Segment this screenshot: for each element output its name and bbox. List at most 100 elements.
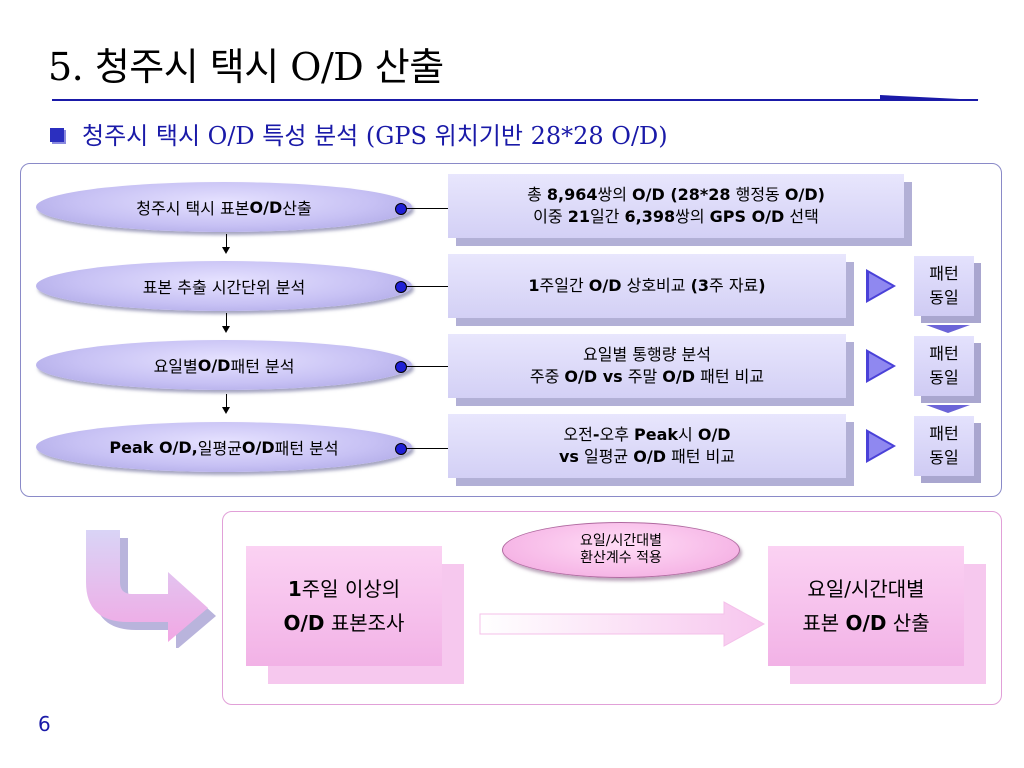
detail-text: 행정동: [730, 185, 785, 204]
chevron-down-icon: [926, 405, 970, 413]
detail-line: 1주일간 O/D 상호비교 (3주 자료): [528, 275, 765, 297]
flow-down-arrow-icon: [222, 234, 230, 254]
box-line-bold: 1: [287, 577, 302, 601]
connector-line: [406, 286, 460, 287]
step-label-bold: O/D: [241, 437, 275, 457]
box-line: O/D 표본조사: [284, 606, 405, 640]
detail-text: 상호비교: [621, 276, 691, 295]
flow-step-weekday-pattern: 요일별 O/D 패턴 분석: [36, 340, 412, 390]
detail-text-bold: O/D: [588, 276, 622, 295]
oval-line: 요일/시간대별: [580, 533, 662, 549]
detail-text-bold: Peak: [634, 425, 679, 444]
step-label: 패턴 분석: [274, 439, 339, 458]
flow-down-arrow-icon: [222, 313, 230, 333]
connector-dot-icon: [395, 203, 407, 215]
connector-line: [406, 208, 460, 209]
detail-text: 일간: [589, 207, 625, 226]
detail-text-bold: 1: [528, 276, 540, 295]
flow-step-sample-od: 청주시 택시 표본 O/D 산출: [36, 182, 412, 232]
connector-dot-icon: [395, 443, 407, 455]
step-label: 산출: [282, 199, 312, 218]
detail-text: 오전: [563, 425, 593, 444]
step-label-bold: Peak O/D,: [109, 437, 198, 457]
box-line-text: 요일/시간대별: [807, 577, 925, 601]
step-label: 청주시 택시 표본: [136, 199, 250, 218]
step-label-bold: O/D: [197, 355, 231, 375]
detail-text: 쌍의: [597, 185, 633, 204]
box-line: 요일/시간대별: [807, 572, 924, 606]
detail-text-bold: vs: [558, 447, 579, 466]
detail-text: 주말: [622, 367, 663, 386]
detail-text: 일평균: [578, 447, 634, 466]
detail-box: 1주일간 O/D 상호비교 (3주 자료): [448, 254, 846, 318]
step-label: 표본 추출 시간단위 분석: [142, 278, 306, 297]
box-line-text: 표본조사: [324, 611, 405, 635]
detail-line: 주중 O/D vs 주말 O/D 패턴 비교: [530, 366, 764, 388]
detail-text: 선택: [784, 207, 819, 226]
flow-down-arrow-icon: [222, 394, 230, 414]
conclusion-panel: [222, 511, 1002, 705]
detail-text-bold: O/D: [662, 367, 696, 386]
detail-text: 패턴 비교: [695, 367, 765, 386]
detail-text: 주 자료: [709, 276, 759, 295]
box-line-bold: O/D: [283, 611, 325, 635]
result-label: 패턴: [929, 264, 959, 283]
detail-text: 오후: [599, 425, 635, 444]
play-triangle-icon: [866, 429, 896, 463]
result-label: 동일: [929, 368, 959, 387]
result-label: 동일: [929, 288, 959, 307]
curved-arrow-icon: [86, 530, 216, 648]
step-label: 요일별: [153, 357, 198, 376]
detail-text: 요일별 통행량 분석: [583, 345, 711, 364]
play-triangle-icon: [866, 269, 896, 303]
detail-line: 총 8,964쌍의 O/D (28*28 행정동 O/D): [527, 184, 825, 206]
chevron-down-icon: [926, 325, 970, 333]
connector-line: [406, 448, 460, 449]
detail-text-bold: O/D: [697, 425, 731, 444]
detail-text: 패턴 비교: [665, 447, 736, 466]
box-line: 표본 O/D 산출: [802, 606, 929, 640]
detail-text: 총: [527, 185, 547, 204]
detail-text-bold: 21: [567, 207, 590, 226]
sample-survey-box: 1주일 이상의 O/D 표본조사: [246, 546, 442, 666]
detail-text-bold: O/D (28*28: [632, 185, 731, 204]
detail-text: 주일간: [539, 276, 589, 295]
connector-dot-icon: [395, 361, 407, 373]
analysis-flow-panel: [20, 163, 1002, 497]
od-result-box: 요일/시간대별 표본 O/D 산출: [768, 546, 964, 666]
step-label-bold: O/D: [249, 197, 283, 217]
step-label: 패턴 분석: [230, 357, 295, 376]
right-arrow-icon: [479, 601, 766, 647]
oval-line: 환산계수 적용: [580, 550, 662, 566]
bullet-square-icon: [50, 128, 64, 142]
detail-text: 주중: [529, 367, 565, 386]
detail-text-bold: O/D vs: [564, 367, 623, 386]
detail-text: 시: [678, 425, 698, 444]
play-triangle-icon: [866, 349, 896, 383]
detail-text-bold: O/D: [633, 447, 666, 466]
detail-line: vs 일평균 O/D 패턴 비교: [559, 446, 735, 468]
connector-line: [406, 366, 460, 367]
result-label: 패턴: [929, 344, 959, 363]
connector-dot-icon: [395, 281, 407, 293]
result-box-same-pattern: 패턴 동일: [914, 416, 974, 476]
detail-text-bold: (3: [690, 276, 710, 295]
detail-text: 쌍의: [675, 207, 710, 226]
detail-line: 오전-오후 Peak시 O/D: [563, 424, 730, 446]
detail-text-bold: 6,398: [624, 207, 676, 226]
box-line: 1주일 이상의: [288, 572, 400, 606]
box-line-bold: O/D: [845, 611, 887, 635]
detail-box: 총 8,964쌍의 O/D (28*28 행정동 O/D) 이중 21일간 6,…: [448, 174, 904, 238]
conversion-factor-oval: 요일/시간대별 환산계수 적용: [502, 522, 740, 578]
detail-line: 이중 21일간 6,398쌍의 GPS O/D 선택: [533, 206, 819, 228]
result-label: 패턴: [929, 424, 959, 443]
result-label: 동일: [929, 448, 959, 467]
title-underline: [52, 95, 980, 101]
flow-step-time-unit: 표본 추출 시간단위 분석: [36, 261, 412, 311]
detail-text-bold: 8,964: [546, 185, 598, 204]
section-subtitle: 청주시 택시 O/D 특성 분석 (GPS 위치기반 28*28 O/D): [82, 122, 668, 150]
detail-text-bold: ): [758, 276, 766, 295]
detail-box: 오전-오후 Peak시 O/D vs 일평균 O/D 패턴 비교: [448, 414, 846, 478]
detail-line: 요일별 통행량 분석: [583, 344, 711, 366]
detail-text-bold: -: [592, 425, 600, 444]
